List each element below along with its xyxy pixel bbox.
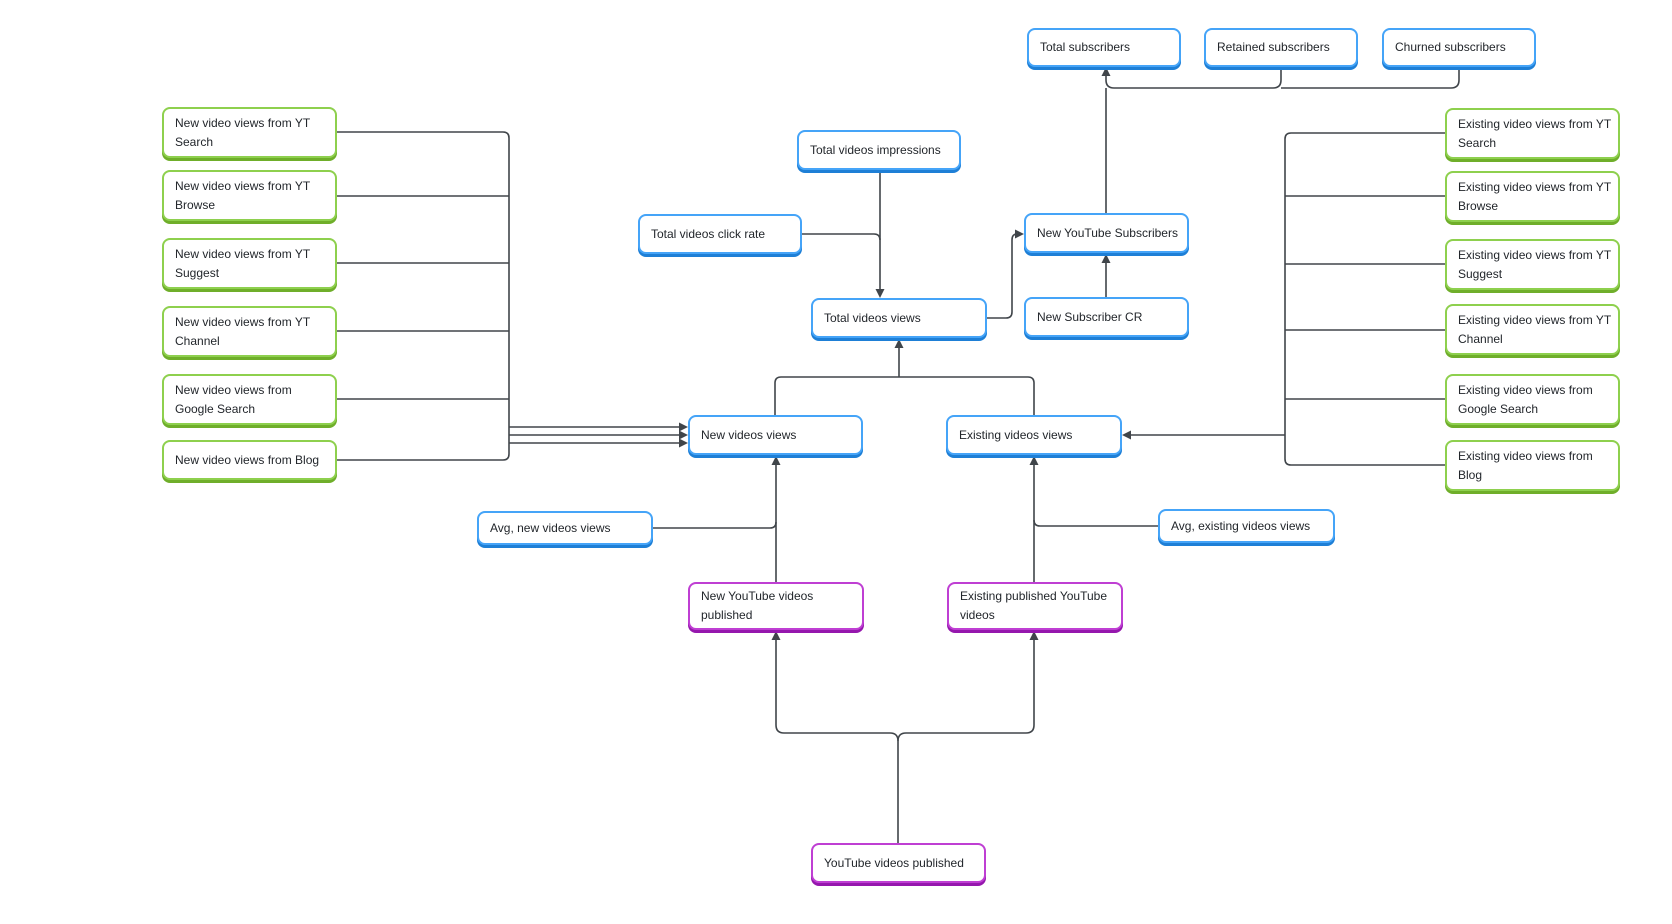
node-new-video-views-blog[interactable]: New video views from Blog <box>162 440 337 480</box>
node-label: New YouTube videos published <box>701 589 814 622</box>
node-total-videos-views[interactable]: Total videos views <box>811 298 987 338</box>
node-label: New video views from YT Browse <box>175 178 311 212</box>
node-label: Existing published YouTube videos <box>960 589 1107 622</box>
node-avg-new-videos-views[interactable]: Avg, new videos views <box>477 511 653 545</box>
connector-impressions-clickrate-to-total-views <box>802 170 885 298</box>
node-label: YouTube videos published <box>824 855 964 870</box>
node-label: Total videos views <box>824 310 921 325</box>
node-total-videos-impressions[interactable]: Total videos impressions <box>797 130 961 170</box>
node-total-videos-click-rate[interactable]: Total videos click rate <box>638 214 802 254</box>
node-label: Avg, existing videos views <box>1171 518 1311 533</box>
node-label: Retained subscribers <box>1217 40 1330 55</box>
connector-left-sources-to-new-videos-views <box>337 131 688 461</box>
connector-right-sources-to-existing-videos-views <box>1122 132 1445 466</box>
node-new-video-views-yt-search[interactable]: New video views from YT Search <box>162 107 337 158</box>
node-label: New YouTube Subscribers <box>1037 225 1178 240</box>
node-new-video-views-yt-channel[interactable]: New video views from YT Channel <box>162 306 337 357</box>
node-existing-videos-views[interactable]: Existing videos views <box>946 415 1122 455</box>
connector-subscribers-to-total-subscribers <box>1101 67 1460 213</box>
connector-avg-new-and-published-to-new-views <box>653 456 781 582</box>
node-label: Churned subscribers <box>1395 40 1506 55</box>
node-label: New Subscriber CR <box>1037 309 1143 324</box>
connector-avg-existing-and-published-to-existing-views <box>1029 456 1158 582</box>
node-existing-video-views-yt-channel[interactable]: Existing video views from YT Channel <box>1445 304 1620 355</box>
node-label: Avg, new videos views <box>490 520 611 535</box>
node-existing-video-views-yt-search[interactable]: Existing video views from YT Search <box>1445 108 1620 159</box>
node-label: New videos views <box>701 427 797 442</box>
node-existing-published-youtube-videos[interactable]: Existing published YouTube videos <box>947 582 1123 630</box>
node-new-youtube-videos-published[interactable]: New YouTube videos published <box>688 582 864 630</box>
connector-total-views-to-new-subscribers <box>987 229 1024 319</box>
node-existing-video-views-google-search[interactable]: Existing video views from Google Search <box>1445 374 1620 425</box>
connector-views-junction-to-total-views <box>774 339 1035 415</box>
node-existing-video-views-yt-browse[interactable]: Existing video views from YT Browse <box>1445 171 1620 222</box>
node-label: Existing video views from YT Browse <box>1458 179 1612 213</box>
node-retained-subscribers[interactable]: Retained subscribers <box>1204 28 1358 67</box>
node-new-video-views-google-search[interactable]: New video views from Google Search <box>162 374 337 425</box>
node-new-video-views-yt-browse[interactable]: New video views from YT Browse <box>162 170 337 221</box>
node-label: Total videos click rate <box>651 226 766 241</box>
node-label: Existing video views from Blog <box>1458 448 1593 482</box>
node-label: Existing videos views <box>959 427 1073 442</box>
node-existing-video-views-yt-suggest[interactable]: Existing video views from YT Suggest <box>1445 239 1620 290</box>
node-new-subscriber-cr[interactable]: New Subscriber CR <box>1024 297 1189 337</box>
node-label: New video views from Google Search <box>175 382 292 416</box>
node-label: Existing video views from Google Search <box>1458 382 1593 416</box>
node-label: New video views from YT Suggest <box>175 246 311 280</box>
node-new-youtube-subscribers[interactable]: New YouTube Subscribers <box>1024 213 1189 253</box>
node-label: Existing video views from YT Suggest <box>1458 247 1612 281</box>
node-total-subscribers[interactable]: Total subscribers <box>1027 28 1181 67</box>
node-churned-subscribers[interactable]: Churned subscribers <box>1382 28 1536 67</box>
node-label: Existing video views from YT Channel <box>1458 312 1612 346</box>
node-youtube-videos-published[interactable]: YouTube videos published <box>811 843 986 883</box>
node-new-video-views-yt-suggest[interactable]: New video views from YT Suggest <box>162 238 337 289</box>
node-label: New video views from YT Search <box>175 115 311 149</box>
node-label: New video views from YT Channel <box>175 314 311 348</box>
node-label: Existing video views from YT Search <box>1458 116 1612 150</box>
connector-youtube-published-split <box>771 631 1039 843</box>
node-avg-existing-videos-views[interactable]: Avg, existing videos views <box>1158 509 1335 543</box>
node-label: New video views from Blog <box>175 452 320 467</box>
node-new-videos-views[interactable]: New videos views <box>688 415 863 455</box>
node-existing-video-views-blog[interactable]: Existing video views from Blog <box>1445 440 1620 491</box>
node-label: Total videos impressions <box>810 142 941 157</box>
connector-subscriber-cr-to-new-subscribers <box>1101 254 1111 297</box>
node-label: Total subscribers <box>1040 40 1131 55</box>
